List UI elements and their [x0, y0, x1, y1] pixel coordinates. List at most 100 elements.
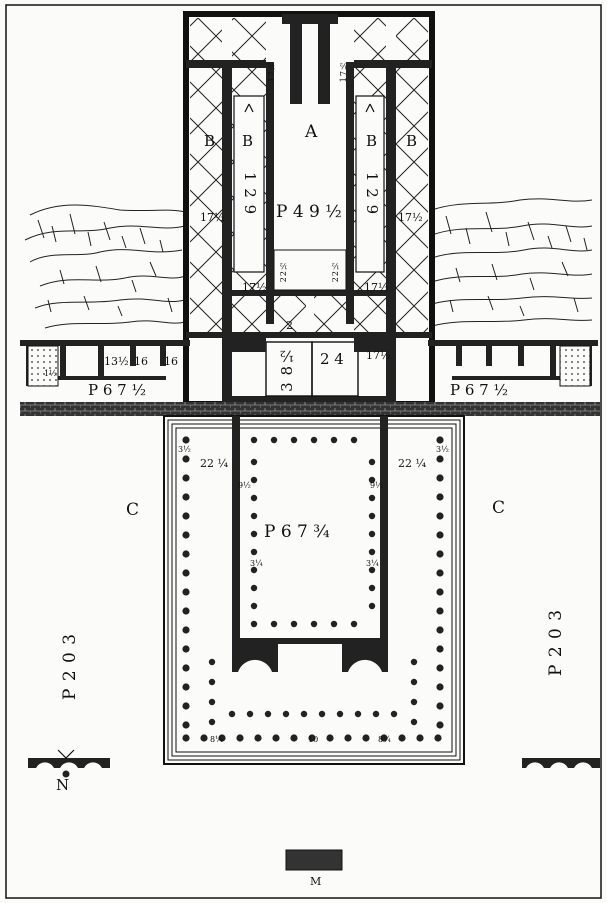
column-dot [182, 721, 190, 729]
column-dot [310, 436, 318, 444]
column-dot [182, 683, 190, 691]
label-p203-right: P 2 0 3 [546, 608, 566, 676]
column-dot [436, 436, 444, 444]
column-dot [182, 626, 190, 634]
scale-block [285, 849, 343, 871]
column-dot [436, 588, 444, 596]
column-dot [350, 620, 358, 628]
column-dot [436, 569, 444, 577]
dim-16: 16 [164, 355, 178, 368]
column-dot [218, 734, 226, 742]
dim-13-5: 13½ [104, 355, 129, 368]
column-dot [300, 710, 308, 718]
dim-22-25: 22 ¼ [200, 457, 229, 470]
column-dot [182, 550, 190, 558]
column-dot [182, 531, 190, 539]
column-dot [250, 512, 258, 520]
label-p67-left: P 6 7 ½ [88, 381, 147, 399]
north-arcade-right [522, 758, 600, 768]
column-dot [416, 734, 424, 742]
column-dot [182, 734, 190, 742]
arrow-icon [365, 103, 375, 113]
column-dot [236, 734, 244, 742]
label-p49: P 4 9 ½ [276, 202, 342, 222]
dim-10: 10 [308, 735, 319, 744]
plate-border [5, 4, 602, 899]
label-p203-left: P 2 0 3 [60, 632, 80, 700]
label-p67-center: P 6 7 ¾ [264, 522, 330, 542]
column-dot [200, 734, 208, 742]
label-col-129-right: 1 2 9 [363, 172, 381, 216]
label-b: B [242, 132, 254, 150]
scale-label: M [310, 875, 322, 888]
label-b: B [406, 132, 418, 150]
column-dot [368, 458, 376, 466]
dim-17-5: 17½ [339, 60, 348, 83]
column-dot [410, 658, 418, 666]
column-dot [436, 664, 444, 672]
label-a: A [305, 122, 318, 142]
column-dot [182, 588, 190, 596]
column-dot [250, 476, 258, 484]
column-dot [436, 455, 444, 463]
column-dot [250, 584, 258, 592]
dim-24: 2 4 [320, 350, 344, 368]
column-dot [208, 698, 216, 706]
label-c-right: C [492, 498, 506, 518]
column-dot [436, 702, 444, 710]
column-dot [354, 710, 362, 718]
column-dot [372, 710, 380, 718]
column-dot [436, 683, 444, 691]
column-dot [270, 436, 278, 444]
column-dot [436, 645, 444, 653]
column-dot [290, 436, 298, 444]
column-dot [368, 530, 376, 538]
column-dot [436, 474, 444, 482]
column-dot [250, 494, 258, 502]
column-dot [436, 607, 444, 615]
column-dot [436, 512, 444, 520]
aisle-strip-right [355, 95, 385, 273]
dim-22-5: 22½ [279, 260, 288, 283]
dim-22-25: 22 ¼ [398, 457, 427, 470]
column-dot [368, 476, 376, 484]
column-dot [362, 734, 370, 742]
column-dot [250, 620, 258, 628]
column-dot [410, 718, 418, 726]
column-dot [368, 584, 376, 592]
column-dot [282, 710, 290, 718]
column-dot [436, 626, 444, 634]
column-dot [182, 607, 190, 615]
column-dot [250, 602, 258, 610]
dim-17-5: 17½ [242, 281, 267, 294]
dim-8-25: 8¼ [378, 735, 391, 744]
column-dot [318, 710, 326, 718]
column-dot [254, 734, 262, 742]
column-dot [182, 645, 190, 653]
label-b: B [204, 132, 216, 150]
column-dot [344, 734, 352, 742]
column-dot [250, 436, 258, 444]
dim-17-5: 17½ [398, 211, 423, 224]
column-dot [182, 474, 190, 482]
dim-17-5: 17½ [366, 349, 391, 362]
dim-3-25: 3¼ [366, 559, 379, 568]
dim-2: 2 [286, 319, 293, 332]
column-dot [410, 698, 418, 706]
column-dot [434, 734, 442, 742]
arrow-icon [244, 103, 254, 113]
column-dot [308, 734, 316, 742]
column-dot [436, 531, 444, 539]
column-dot [330, 620, 338, 628]
column-dot [250, 548, 258, 556]
hill-terrain-right [431, 198, 593, 327]
north-label: N [56, 776, 70, 794]
column-dot [368, 602, 376, 610]
column-dot [182, 436, 190, 444]
column-dot [350, 436, 358, 444]
dim-17-5: 17½ [364, 281, 389, 294]
column-dot [310, 620, 318, 628]
forecourt [163, 415, 465, 765]
column-dot [436, 493, 444, 501]
dim-16: 16 [134, 355, 148, 368]
